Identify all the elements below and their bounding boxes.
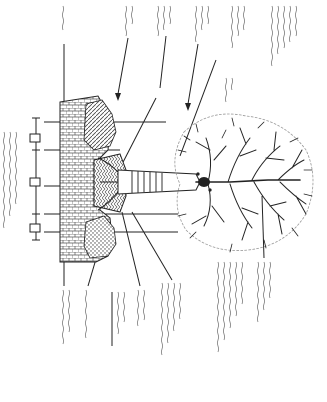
side-legend xyxy=(4,132,17,228)
branch-up-1 xyxy=(196,138,226,182)
trunk-body xyxy=(118,170,200,194)
dim-label-box-1 xyxy=(30,134,40,142)
annotation-text-11c xyxy=(174,283,175,331)
fruit-small-2 xyxy=(208,188,211,191)
soil-layer-bottom xyxy=(84,216,116,258)
annotation-text-8a xyxy=(63,290,64,344)
branch-up-3 xyxy=(252,132,284,180)
annotation-text-4b xyxy=(202,6,203,30)
annotation-blocks-top xyxy=(63,6,297,102)
annotation-text-6d xyxy=(290,6,291,42)
side-legend-text-3 xyxy=(16,132,17,204)
annotation-text-7b xyxy=(232,78,233,90)
annotation-text-13b xyxy=(264,262,265,310)
branch-down-2 xyxy=(230,184,258,240)
branch-up-2 xyxy=(228,128,256,182)
fruit-cluster xyxy=(198,177,210,187)
annotation-text-7a xyxy=(226,78,227,102)
branch-up-4 xyxy=(278,150,304,180)
annotation-text-11d xyxy=(180,283,181,319)
soil-layers xyxy=(60,96,126,262)
annotation-text-11a xyxy=(162,283,163,355)
annotation-text-6b xyxy=(278,6,279,54)
branch-down-4 xyxy=(280,182,306,214)
annotation-text-9a xyxy=(86,290,87,338)
arrowhead-2 xyxy=(185,103,191,111)
annotation-text-10a xyxy=(138,290,139,326)
leader-3 xyxy=(160,36,166,88)
annotation-text-1 xyxy=(63,6,64,30)
arrowhead-1 xyxy=(115,93,121,101)
annotation-text-3a xyxy=(158,6,159,36)
annotation-blocks-bottom xyxy=(63,262,271,355)
fruit-small-1 xyxy=(196,172,199,175)
leader-5 xyxy=(180,60,216,156)
leader-2 xyxy=(118,38,128,94)
annotation-text-4a xyxy=(196,6,197,42)
mini-legend-text-1 xyxy=(118,292,119,334)
branch-down-1 xyxy=(192,184,224,226)
annotation-text-3b xyxy=(164,6,165,30)
annotation-text-6a xyxy=(272,6,273,66)
annotation-text-5b xyxy=(238,6,239,36)
annotation-text-11b xyxy=(168,283,169,343)
annotation-text-2b xyxy=(132,6,133,24)
dim-label-box-2 xyxy=(30,178,40,186)
annotation-text-12b xyxy=(224,262,225,340)
annotation-text-5c xyxy=(244,6,245,30)
annotation-text-3c xyxy=(170,6,171,24)
branch-down-3 xyxy=(254,182,286,234)
annotation-text-5a xyxy=(232,6,233,48)
leader-arrowheads xyxy=(115,93,191,111)
annotation-text-13a xyxy=(258,262,259,322)
annotation-text-8b xyxy=(69,290,70,332)
annotation-text-12d xyxy=(236,262,237,316)
leader-9 xyxy=(122,212,140,286)
side-legend-text-2 xyxy=(10,132,11,216)
annotation-text-12e xyxy=(242,262,243,304)
main-branch xyxy=(196,180,300,182)
dimension-markers xyxy=(30,118,40,240)
leader-4 xyxy=(188,44,198,104)
leader-11 xyxy=(262,196,264,258)
soil-layer-top xyxy=(84,100,116,150)
leader-6 xyxy=(118,98,156,172)
annotation-text-6e xyxy=(296,6,297,36)
annotation-text-10b xyxy=(144,290,145,320)
side-legend-text-1 xyxy=(4,132,5,228)
annotation-text-12a xyxy=(218,262,219,352)
annotation-text-13c xyxy=(270,262,271,298)
annotation-text-12c xyxy=(230,262,231,328)
annotation-text-2a xyxy=(126,6,127,36)
mini-legend xyxy=(118,292,125,334)
mini-legend-text-2 xyxy=(124,292,125,322)
annotation-text-6c xyxy=(284,6,285,48)
leader-10 xyxy=(132,212,172,280)
dim-label-box-3 xyxy=(30,224,40,232)
annotation-text-4c xyxy=(208,6,209,24)
